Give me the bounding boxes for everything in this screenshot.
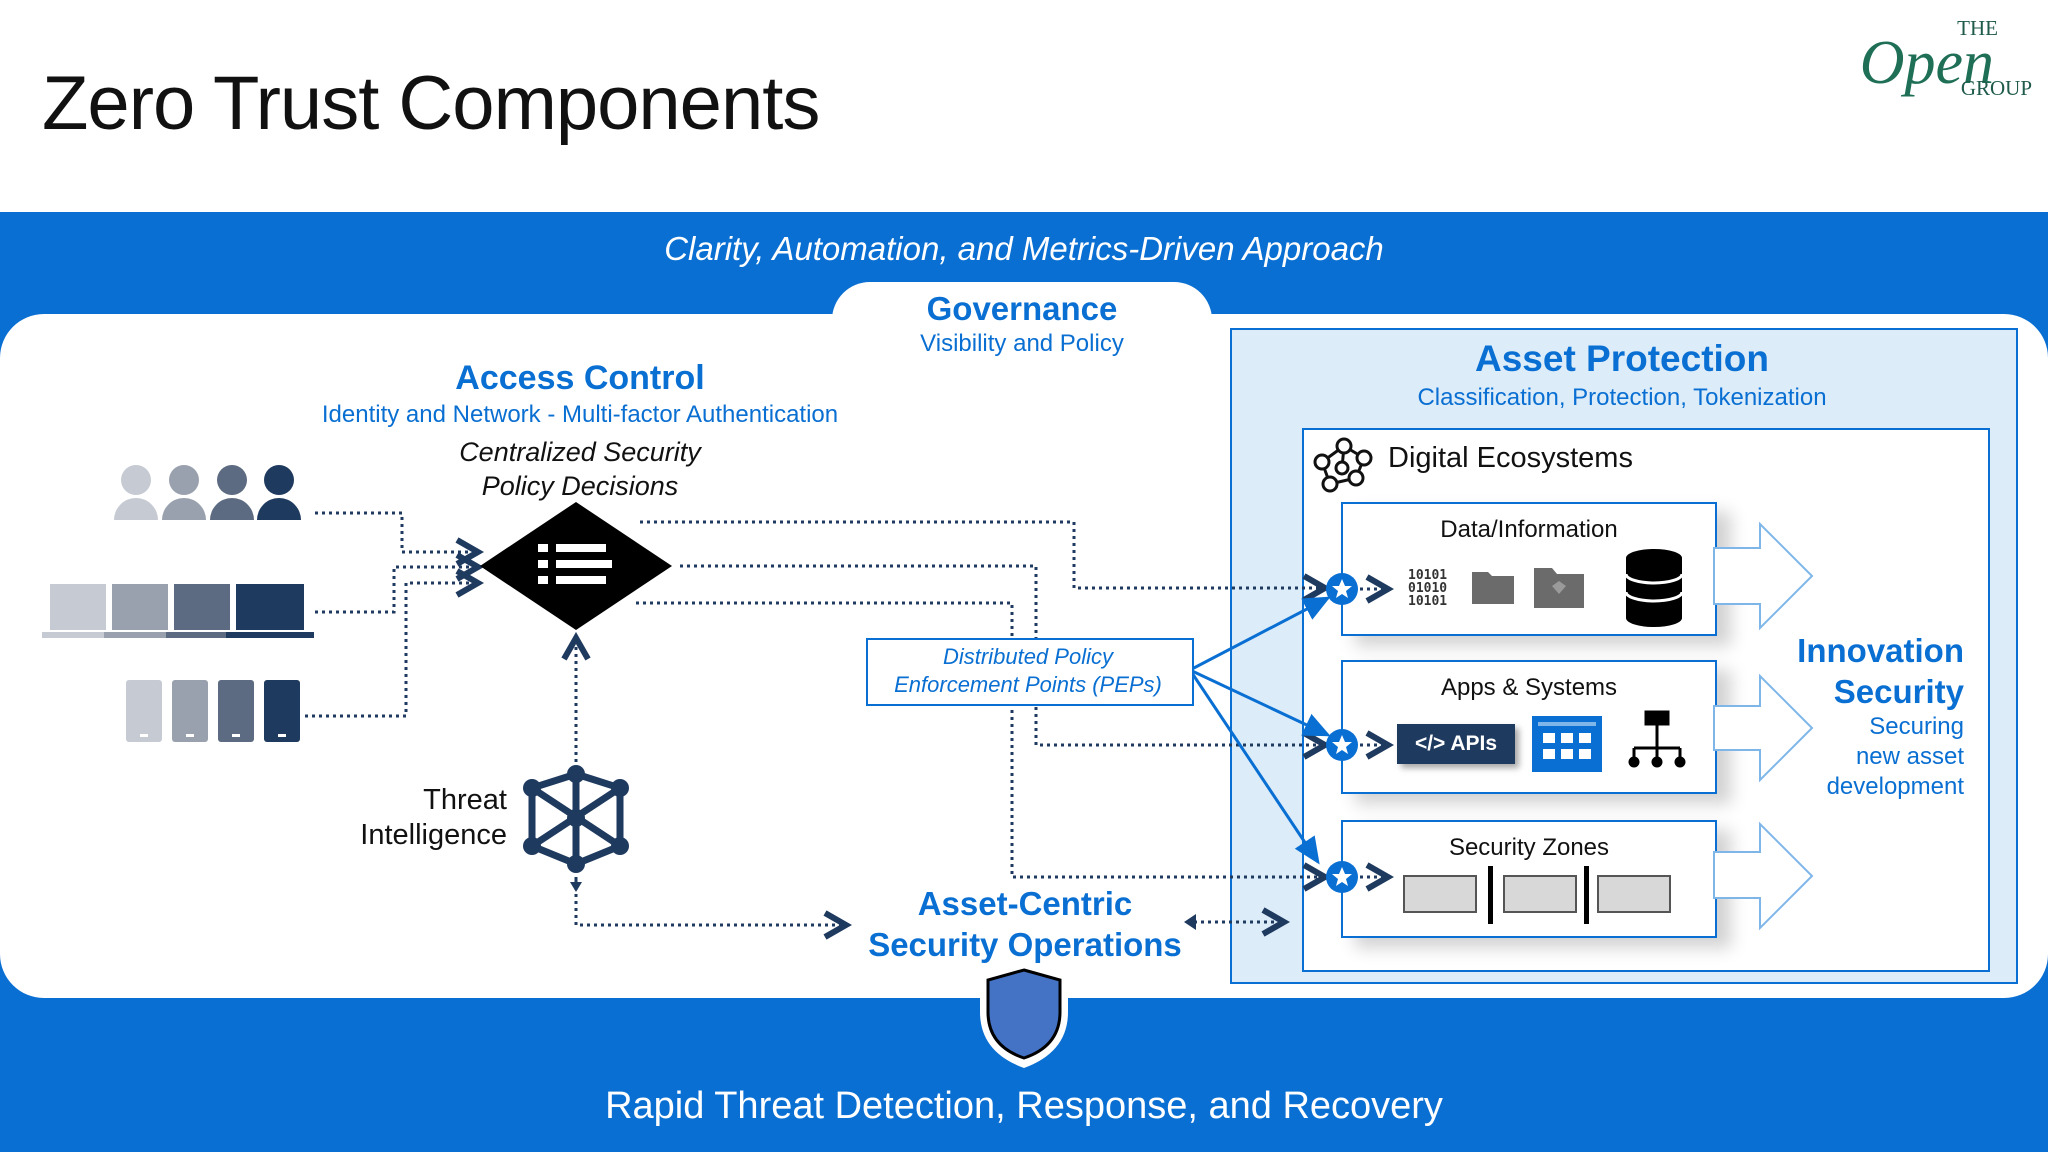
binary-data-icon: 10101 01010 10101 xyxy=(1408,568,1447,609)
pep-star-icons xyxy=(1326,573,1358,893)
mobile-devices-icon xyxy=(126,680,300,742)
innovation-subtitle: Securing new asset development xyxy=(1760,712,1964,802)
policy-decisions-line2: Policy Decisions xyxy=(481,471,679,501)
threat-connectors xyxy=(576,638,846,925)
threat-line2: Intelligence xyxy=(360,819,507,851)
binary-row-3: 10101 xyxy=(1408,594,1447,609)
open-group-logo: THE Open GROUP xyxy=(1859,14,2032,104)
shield-icon xyxy=(980,962,1068,1068)
data-information-label: Data/Information xyxy=(1440,516,1618,543)
folder-icon xyxy=(1472,572,1514,604)
users-icon xyxy=(114,465,301,520)
asset-centric-ops-title: Asset-Centric Security Operations xyxy=(820,883,1230,965)
secure-folder-icon xyxy=(1534,568,1584,608)
digital-ecosystems-label: Digital Ecosystems xyxy=(1388,442,1633,474)
logo-open: Open xyxy=(1859,29,1994,97)
security-zones-icon xyxy=(1403,866,1671,924)
star-out-arrows xyxy=(1360,589,1388,877)
innovation-line1: Innovation xyxy=(1797,632,1964,669)
pep-label: Distributed Policy Enforcement Points (P… xyxy=(866,643,1190,699)
innovation-security-title: Innovation Security xyxy=(1760,630,1964,712)
hierarchy-icon xyxy=(1628,710,1686,768)
digital-ecosystems-icon xyxy=(1313,437,1373,493)
policy-decision-icon xyxy=(480,502,672,630)
binary-row-2: 01010 xyxy=(1408,581,1447,596)
threat-intelligence-label: Threat Intelligence xyxy=(300,783,507,853)
policy-paths xyxy=(636,520,1325,877)
threat-line1: Threat xyxy=(423,784,507,816)
acso-line2: Security Operations xyxy=(868,926,1182,963)
innovation-line2: Security xyxy=(1833,673,1964,710)
pep-line1: Distributed Policy xyxy=(943,644,1113,669)
policy-decisions-label: Centralized Security Policy Decisions xyxy=(380,435,780,503)
page-title: Zero Trust Components xyxy=(42,61,820,146)
governance-subtitle: Visibility and Policy xyxy=(920,330,1124,357)
access-control-title: Access Control xyxy=(455,359,705,397)
innovation-sub1: Securing xyxy=(1869,713,1964,740)
app-grid-icon xyxy=(1532,716,1602,772)
asset-protection-subtitle: Classification, Protection, Tokenization xyxy=(1417,384,1827,411)
asset-protection-title: Asset Protection xyxy=(1474,338,1769,379)
threat-up-arrow xyxy=(570,882,582,892)
logo-the: THE xyxy=(1957,16,1998,40)
governance-tab xyxy=(832,282,1212,362)
rapid-response-banner: Rapid Threat Detection, Response, and Re… xyxy=(605,1085,1443,1127)
approach-banner: Clarity, Automation, and Metrics-Driven … xyxy=(664,230,1384,267)
logo-group: GROUP xyxy=(1960,76,2032,100)
apis-badge: </> APIs xyxy=(1397,724,1515,764)
laptops-icon xyxy=(42,584,314,638)
database-icon xyxy=(1624,549,1684,627)
pep-arrows xyxy=(1188,596,1331,865)
governance-title: Governance xyxy=(926,290,1118,327)
threat-nodes xyxy=(523,765,629,873)
asc-left-arrow xyxy=(1184,914,1196,930)
binary-row-1: 10101 xyxy=(1408,568,1447,583)
pep-line2: Enforcement Points (PEPs) xyxy=(894,672,1162,697)
security-zones-label: Security Zones xyxy=(1448,834,1610,861)
innovation-sub3: development xyxy=(1826,773,1964,800)
acso-line1: Asset-Centric xyxy=(917,885,1133,922)
pep-box xyxy=(866,638,1194,706)
policy-decisions-line1: Centralized Security xyxy=(459,437,701,467)
innovation-arrows xyxy=(1713,521,1814,931)
innovation-sub2: new asset xyxy=(1855,743,1964,770)
apps-systems-label: Apps & Systems xyxy=(1440,674,1618,701)
device-connectors xyxy=(305,511,478,718)
access-control-subtitle: Identity and Network - Multi-factor Auth… xyxy=(321,401,839,428)
